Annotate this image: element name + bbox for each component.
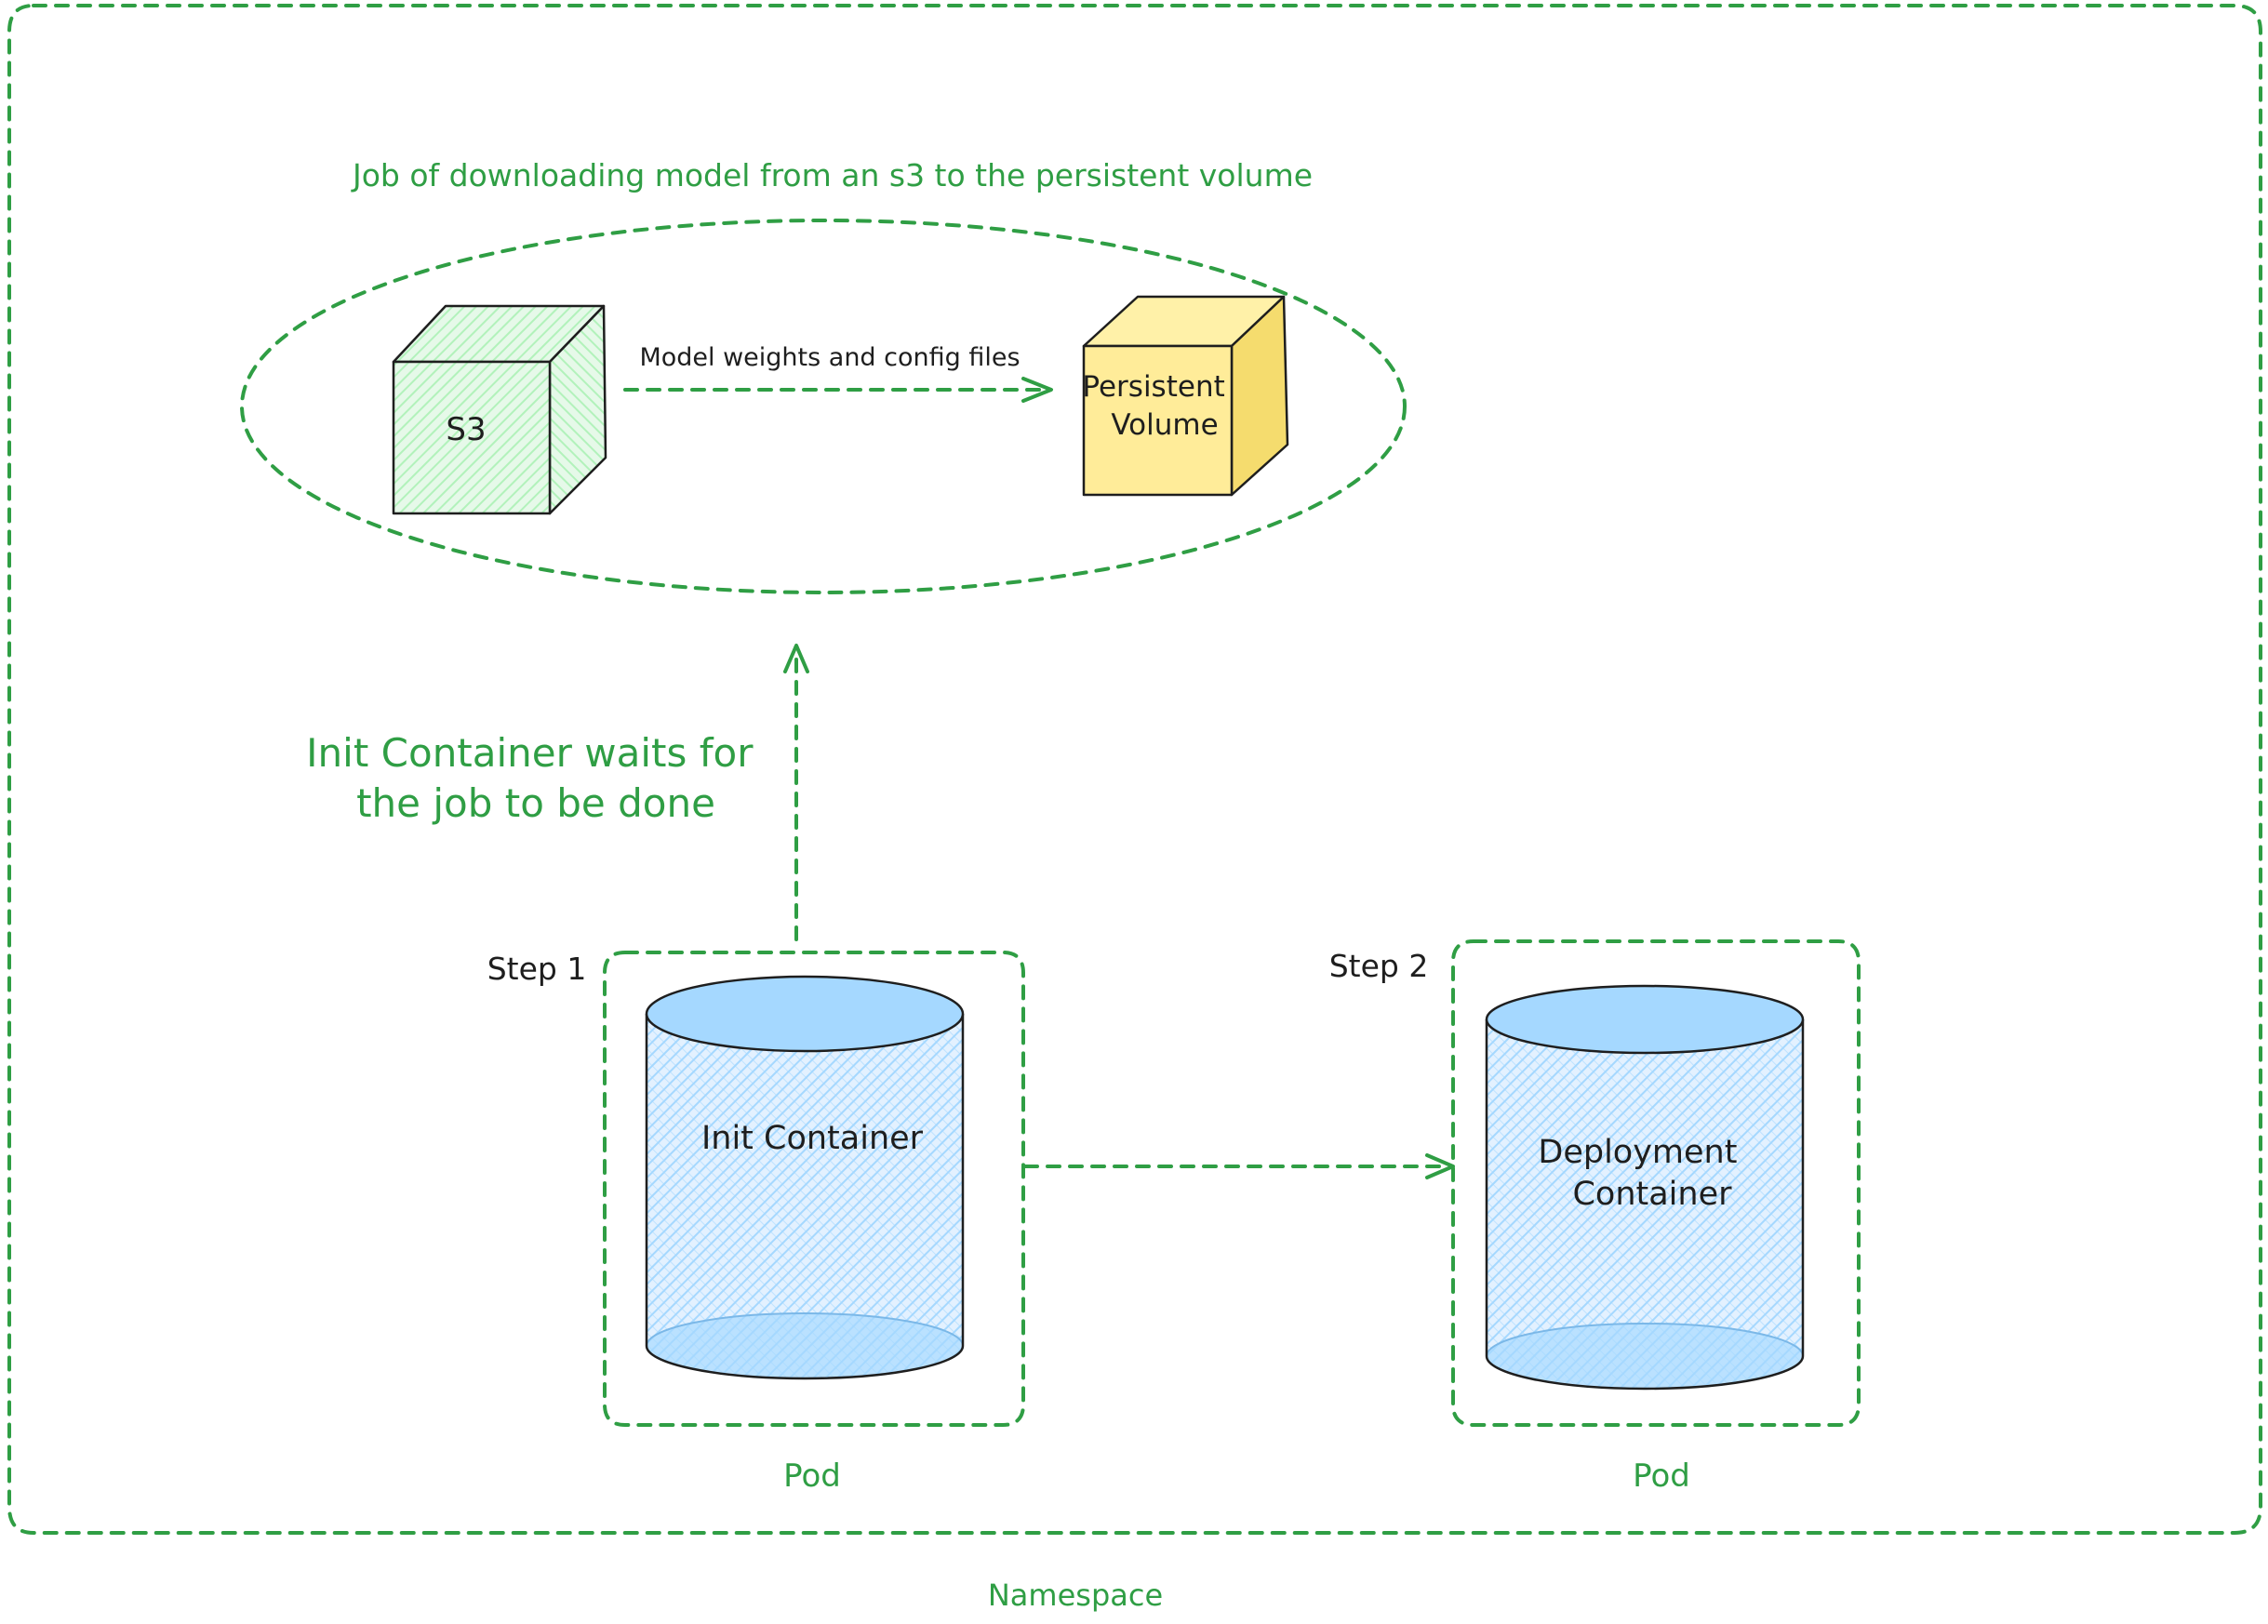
deployment-container-label-line2: Container xyxy=(1572,1176,1732,1213)
pod-box-2 xyxy=(1451,939,1861,1427)
persistent-volume-label-line1: Persistent xyxy=(1082,370,1224,404)
persistent-volume-cube xyxy=(1082,295,1289,497)
s3-label: S3 xyxy=(446,411,486,448)
s3-cube xyxy=(392,304,607,515)
persistent-volume-label-line2: Volume xyxy=(1111,408,1218,442)
step-2-label: Step 2 xyxy=(1329,948,1429,984)
job-caption: Job of downloading model from an s3 to t… xyxy=(351,157,1313,193)
transfer-label: Model weights and config files xyxy=(639,343,1020,372)
wait-note-line1: Init Container waits for xyxy=(306,730,754,776)
step-transition-arrow xyxy=(1023,1153,1455,1179)
namespace-boundary xyxy=(7,4,2262,1535)
job-boundary xyxy=(240,219,1407,594)
deployment-container-label: Deployment Container xyxy=(1538,1134,1747,1213)
transfer-arrow xyxy=(623,377,1053,403)
init-container-label: Init Container xyxy=(701,1120,924,1157)
pod-box-1 xyxy=(603,951,1025,1427)
persistent-volume-label: Persistent Volume xyxy=(1082,370,1234,442)
step-1-label: Step 1 xyxy=(487,951,587,987)
namespace-label: Namespace xyxy=(988,1577,1163,1613)
deployment-container-cylinder xyxy=(1485,984,1805,1391)
wait-note: Init Container waits for the job to be d… xyxy=(306,730,766,826)
pod-1-label: Pod xyxy=(783,1458,841,1495)
wait-note-line2: the job to be done xyxy=(356,780,715,826)
deployment-container-label-line1: Deployment xyxy=(1538,1134,1737,1171)
init-container-cylinder xyxy=(645,975,965,1380)
wait-arrow xyxy=(783,644,809,941)
pod-2-label: Pod xyxy=(1633,1458,1690,1495)
